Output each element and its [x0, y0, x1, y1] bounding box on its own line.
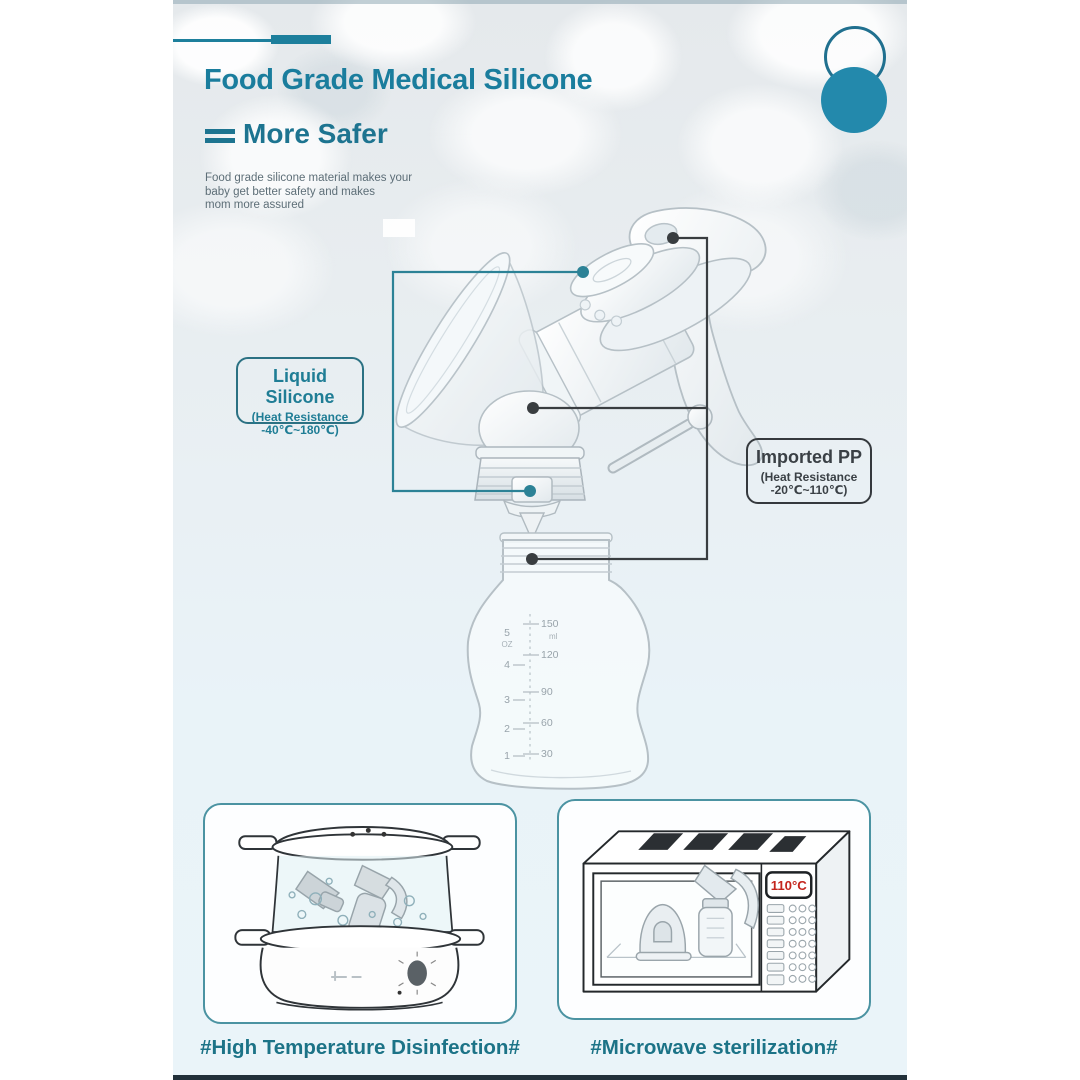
scale-oz-5: 5 [504, 627, 510, 639]
connector-dot-body [527, 402, 539, 414]
connector-dot-diaphragm [577, 266, 589, 278]
callout-liquid-silicone: Liquid Silicone (Heat Resistance -40℃~18… [236, 357, 364, 437]
callout-imported-pp: Imported PP (Heat Resistance -20℃~110℃) [746, 438, 872, 504]
bottom-edge-strip [173, 1075, 907, 1080]
connector-dot-valve [524, 485, 536, 497]
product-diagram: 150 ml 120 90 60 30 5 OZ 4 3 2 1 [391, 207, 767, 790]
diaphragm-stack [569, 243, 752, 352]
scale-ml-90: 90 [541, 686, 553, 698]
panel-high-temperature [203, 803, 517, 1024]
bottle-scale: 150 ml 120 90 60 30 5 OZ 4 3 2 1 [501, 614, 559, 762]
callout-title: Imported PP [755, 447, 862, 467]
brand-mark [331, 971, 362, 981]
connector-silicone [391, 266, 589, 497]
mw-keypad-buttons [766, 904, 785, 986]
scale-ml-30: 30 [541, 748, 553, 760]
mw-display-temp: 110°C [771, 878, 808, 893]
panel-microwave: 110°C [557, 799, 871, 1020]
scale-oz-1: 1 [504, 750, 510, 762]
scale-oz-unit: OZ [501, 640, 512, 649]
lid-handle-left [238, 835, 278, 850]
description-line: mom more assured [205, 199, 305, 211]
callout-line: (Heat Resistance [251, 410, 349, 424]
connector-pp [526, 232, 709, 565]
scale-oz-3: 3 [504, 694, 510, 706]
caption-high-temperature: #High Temperature Disinfection# [200, 1036, 520, 1059]
scale-oz-2: 2 [504, 723, 510, 735]
content-card: Food Grade Medical Silicone More Safer F… [173, 0, 907, 1080]
accent-line [173, 39, 273, 42]
scale-ml-60: 60 [541, 717, 553, 729]
scale-ml-120: 120 [541, 649, 559, 661]
page-title: Food Grade Medical Silicone [204, 64, 593, 96]
connector-dot-handle [667, 232, 679, 244]
callout-line: (Heat Resistance [760, 470, 858, 484]
callout-line: -40℃~180℃) [261, 423, 339, 437]
accent-bar [271, 35, 331, 44]
milk-bottle: 150 ml 120 90 60 30 5 OZ 4 3 2 1 [466, 532, 651, 790]
mw-contents [635, 864, 759, 962]
description-text: Food grade silicone material makes your … [205, 172, 412, 213]
callout-title: Liquid Silicone [265, 366, 335, 407]
mw-control-panel: 110°C [760, 863, 817, 992]
microwave-sketch: 110°C [582, 830, 851, 993]
duckbill-valve [502, 476, 562, 542]
description-line: baby get better safety and makes [205, 185, 376, 198]
equals-icon [205, 129, 235, 143]
scale-ml-150: 150 [541, 618, 559, 630]
top-edge-strip [173, 0, 907, 4]
mw-keypad-dials [788, 904, 817, 983]
mw-display [765, 871, 813, 899]
mw-vents [638, 833, 807, 852]
page-subtitle: More Safer [243, 118, 388, 149]
connector-dot-bottle [526, 553, 538, 565]
description-line: Food grade silicone material makes your [205, 172, 413, 184]
logo-disc-icon [821, 67, 887, 133]
sterilizer-sketch [234, 826, 485, 1011]
callout-line: -20℃~110℃) [770, 483, 848, 497]
dial-knob [407, 960, 427, 986]
white-patch [383, 219, 415, 237]
scale-oz-4: 4 [504, 659, 510, 671]
caption-microwave: #Microwave sterilization# [590, 1036, 838, 1059]
lever-rod [607, 404, 713, 474]
scale-ml-unit: ml [549, 632, 558, 641]
